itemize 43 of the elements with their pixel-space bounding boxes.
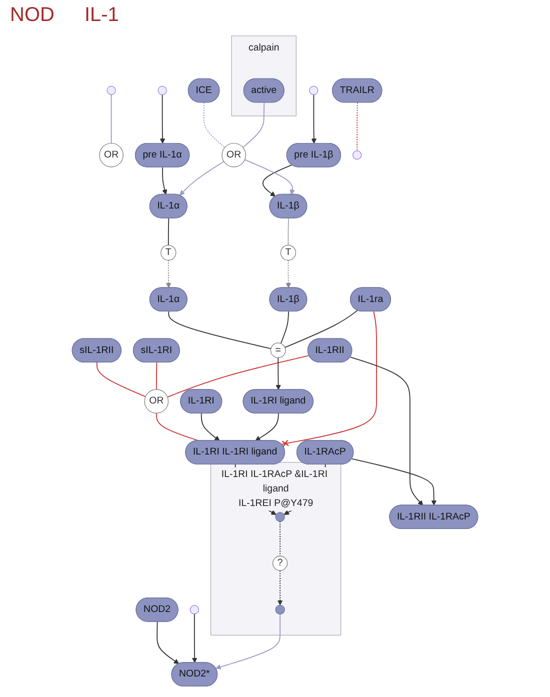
node-circle: = [270, 342, 286, 358]
arrow [351, 458, 437, 506]
region-label: IL-1 [84, 4, 119, 27]
arrow [216, 614, 281, 670]
arrow [286, 260, 292, 288]
node-circle: T [280, 244, 296, 261]
connector [242, 102, 265, 148]
arrow [276, 357, 281, 390]
connector [280, 311, 289, 344]
connector [356, 102, 358, 152]
node-circle: T [160, 244, 176, 261]
connector [203, 102, 226, 148]
arrow [162, 166, 168, 195]
connector [167, 355, 310, 398]
arrow [180, 161, 224, 196]
arrow [166, 260, 172, 288]
arrow [255, 413, 279, 441]
region-label: NOD [10, 4, 54, 27]
arrow [262, 164, 292, 197]
arrow [244, 159, 295, 195]
arrow [160, 94, 166, 144]
node-circle: OR [222, 142, 246, 168]
connector [96, 362, 146, 398]
connector [156, 362, 158, 390]
connector [280, 521, 281, 556]
node-circle: OR [144, 389, 169, 414]
connector [288, 218, 289, 246]
connector [156, 412, 200, 442]
connector [110, 94, 112, 144]
connector [168, 311, 272, 350]
arrow [277, 570, 283, 606]
arrow [200, 413, 220, 441]
node-circle [275, 512, 285, 522]
node-circle [275, 604, 285, 615]
arrow [156, 621, 180, 664]
arrow [192, 613, 198, 664]
node-circle: ? [272, 556, 288, 571]
connector [281, 311, 378, 448]
connector [284, 310, 358, 348]
connector [168, 218, 170, 246]
arrow [311, 94, 317, 144]
node-circle: OR [99, 142, 124, 168]
arrow [350, 356, 424, 506]
